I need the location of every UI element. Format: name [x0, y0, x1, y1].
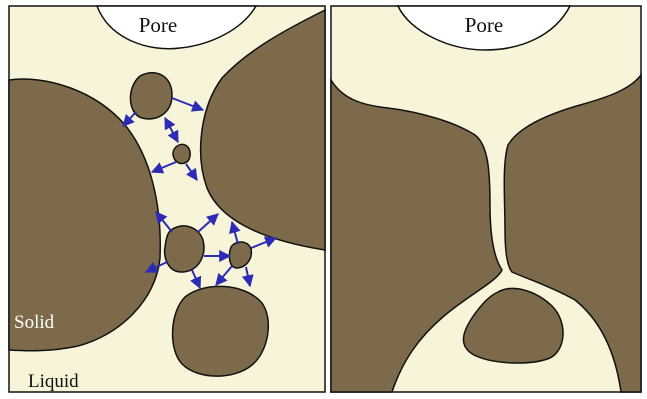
solid-label: Solid — [14, 312, 55, 333]
diffusion-arrow — [190, 269, 202, 290]
right-panel: Pore — [330, 5, 642, 393]
right-large-grain — [199, 8, 326, 251]
right-pore — [396, 5, 572, 51]
small-particle-top — [129, 72, 173, 120]
diffusion-arrow — [150, 161, 177, 174]
diffusion-arrow — [155, 211, 173, 233]
diffusion-arrow — [250, 236, 278, 249]
diffusion-arrow — [122, 111, 137, 127]
right-left-grain — [330, 77, 503, 393]
right-lower-particle — [462, 287, 564, 364]
diffusion-arrow — [241, 266, 254, 288]
diffusion-arrow — [197, 213, 219, 233]
left-large-grain — [8, 78, 161, 352]
left-panel: Pore Solid Liquid — [8, 5, 326, 393]
diffusion-arrow — [215, 265, 233, 286]
right-pore-label: Pore — [465, 13, 504, 37]
right-right-grain — [503, 72, 642, 393]
large-particle-bottom — [171, 285, 270, 377]
diffusion-arrow — [171, 97, 205, 112]
diffusion-arrow — [164, 116, 179, 144]
diffusion-arrow — [185, 163, 198, 181]
diffusion-arrow — [144, 261, 168, 273]
left-pore-label: Pore — [139, 13, 178, 37]
small-particle-middle — [163, 225, 205, 273]
liquid-label: Liquid — [28, 371, 79, 392]
diffusion-arrows — [122, 97, 278, 290]
tiny-particle — [172, 143, 191, 165]
left-pore — [95, 5, 258, 50]
diffusion-arrow — [229, 220, 241, 245]
